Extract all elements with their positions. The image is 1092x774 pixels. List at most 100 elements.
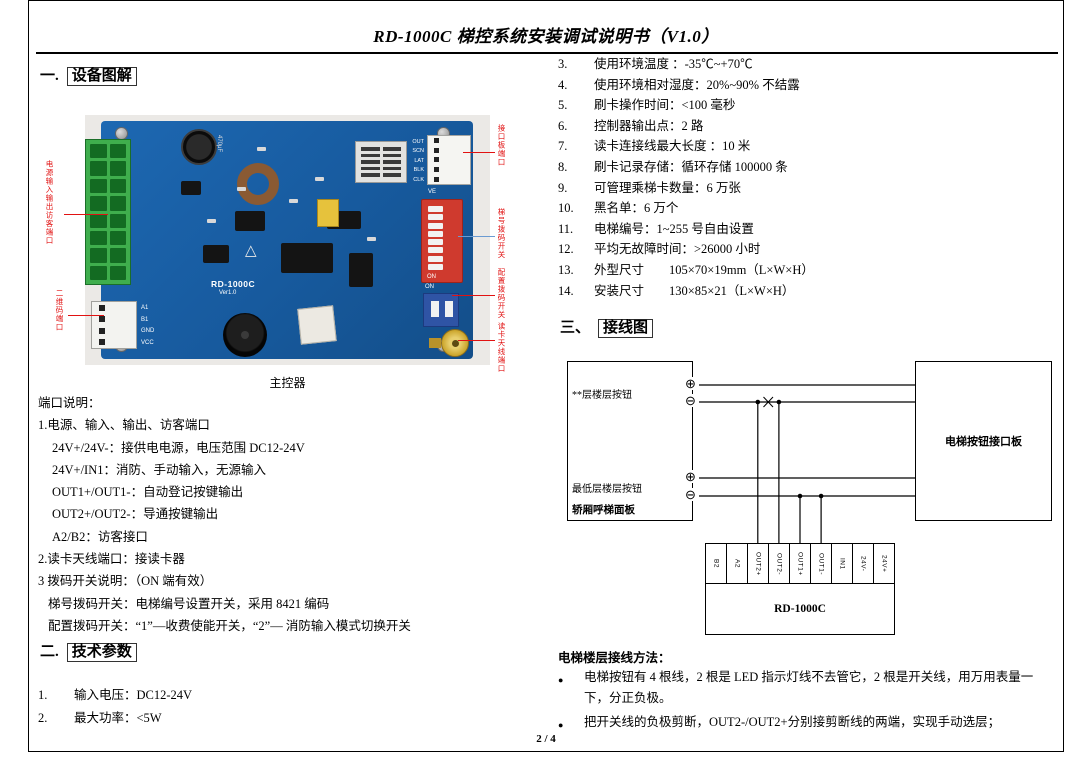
terminal-cell: OUT2+ bbox=[748, 544, 769, 583]
callout-line bbox=[64, 214, 108, 215]
port-desc-line: 2.读卡天线端口：接读卡器 bbox=[38, 552, 185, 567]
power-terminal-block bbox=[85, 139, 131, 285]
wiring-diagram: **层楼层按钮 ⊕ ⊖ 最低层楼层按钮 ⊕ ⊖ 轿厢呼梯面板 电梯按钮接口板 B… bbox=[558, 355, 1058, 647]
item-number: 11. bbox=[558, 221, 574, 236]
terminal-strip: B2 A2 OUT2+ OUT2- OUT1+ OUT1- IN1 24V- 2… bbox=[706, 544, 894, 584]
pin-label: CLK bbox=[413, 176, 424, 183]
item-number: 7. bbox=[558, 139, 568, 154]
smd-component bbox=[207, 219, 216, 223]
logo-triangle-icon: △ bbox=[245, 243, 257, 259]
item-text: 黑名单：6 万个 bbox=[594, 201, 679, 216]
item-number: 12. bbox=[558, 242, 574, 257]
callout-line bbox=[68, 315, 104, 316]
board-model-silkscreen: RD-1000C bbox=[211, 279, 256, 289]
lowest-floor-button-label: 最低层楼层按钮 bbox=[572, 484, 642, 495]
minus-terminal-icon: ⊖ bbox=[685, 487, 696, 502]
bullet-text: 把开关线的负极剪断，OUT2-/OUT2+分别接剪断线的两端，实现手动选层； bbox=[584, 715, 1001, 729]
section-2-title: 技术参数 bbox=[66, 643, 137, 662]
tech-param-item: 7.读卡连接线最大长度 ：10 米 bbox=[558, 136, 1058, 157]
callout-line bbox=[463, 152, 495, 153]
item-text: 平均无故障时间：>26000 小时 bbox=[594, 242, 761, 257]
port-desc-line: 1.电源、输入、输出、访客端口 bbox=[38, 418, 210, 433]
smd-component bbox=[315, 177, 324, 181]
section-1-heading: 一.设备图解 bbox=[40, 64, 137, 86]
config-dip-switch bbox=[423, 293, 459, 327]
wiring-method-heading: 电梯楼层接线方法： bbox=[558, 651, 671, 665]
item-number: 3. bbox=[558, 57, 568, 71]
item-number: 2. bbox=[38, 711, 48, 725]
callout-line bbox=[458, 236, 495, 237]
page-number: 2 / 4 bbox=[536, 733, 556, 745]
item-text: 刷卡记录存储：循环存储 100000 条 bbox=[594, 159, 788, 174]
bullet-icon: ● bbox=[558, 675, 564, 685]
section-2-number: 二. bbox=[40, 644, 59, 660]
buzzer-hole bbox=[241, 331, 249, 339]
callout-interface-port: 接口板端口 bbox=[497, 124, 506, 167]
smd-component bbox=[289, 199, 298, 203]
ic-chip bbox=[349, 253, 373, 287]
pin-label: A1 bbox=[141, 305, 149, 311]
port-desc-line: 3 拨码开关说明：（ON 端有效） bbox=[38, 574, 213, 589]
controller-name: RD-1000C bbox=[774, 603, 826, 615]
item-number: 4. bbox=[558, 77, 568, 92]
tech-param-item: 11.电梯编号：1~255 号自由设置 bbox=[558, 219, 1058, 240]
port-desc-line: 24V+/24V-：接供电电源，电压范围 DC12-24V bbox=[52, 440, 305, 455]
tech-params-right: 3. 使用环境温度 ：-35℃~+70℃ 4. 使用环境相对湿度：20%~90% 不… bbox=[558, 54, 1058, 301]
capacitor bbox=[181, 129, 217, 165]
terminal-label: 24V- bbox=[859, 555, 867, 572]
port-desc-line: OUT1+/OUT1-：自动登记按键输出 bbox=[52, 485, 244, 500]
tech-param-item: 2. 最大功率：<5W bbox=[38, 707, 538, 730]
item-text: 最大功率：<5W bbox=[74, 711, 162, 725]
terminal-cell: 24V+ bbox=[874, 544, 894, 583]
terminal-cell: OUT1+ bbox=[790, 544, 811, 583]
pin-label: OUT bbox=[412, 139, 424, 145]
terminal-cell: B2 bbox=[706, 544, 727, 583]
item-number: 10. bbox=[558, 201, 574, 216]
tech-param-item: 3. 使用环境温度 ：-35℃~+70℃ bbox=[558, 54, 1058, 75]
tech-param-item: 12. 平均无故障时间：>26000 小时 bbox=[558, 239, 1058, 260]
section-3-number: 三、 bbox=[560, 320, 591, 336]
interface-pin-labels: OUT SCN LAT BLK CLK bbox=[403, 138, 424, 185]
module-chip bbox=[297, 305, 337, 345]
pcb-board bbox=[101, 121, 473, 359]
item-number: 14. bbox=[558, 283, 574, 298]
item-text: 使用环境相对湿度：20%~90% 不结露 bbox=[594, 77, 800, 92]
item-number: 8. bbox=[558, 159, 568, 174]
ic-chip bbox=[235, 211, 265, 231]
buzzer bbox=[223, 313, 267, 357]
callout-antenna-port: 读卡天线端口 bbox=[497, 322, 506, 373]
photo-caption: 主控器 bbox=[269, 376, 306, 390]
yellow-component bbox=[317, 199, 339, 227]
item-text: 外型尺寸 105×70×19mm（L×W×H） bbox=[594, 262, 814, 277]
controller-box: B2 A2 OUT2+ OUT2- OUT1+ OUT1- IN1 24V- 2… bbox=[705, 543, 895, 635]
terminal-label: OUT1- bbox=[817, 552, 825, 575]
tech-param-item: 10. 黑名单：6 万个 bbox=[558, 198, 1058, 219]
wiring-bullet: ● 电梯按钮有 4 根线，2 根是 LED 指示灯线不去管它，2 根是开关线，用… bbox=[558, 667, 1058, 709]
terminal-cell: IN1 bbox=[832, 544, 853, 583]
port-desc-line: 配置拨码开关：“1”—收费使能开关，“2”— 消防输入模式切换开关 bbox=[48, 618, 411, 633]
pin-label: LAT bbox=[414, 157, 424, 164]
tech-param-item: 13.外型尺寸 105×70×19mm（L×W×H） bbox=[558, 260, 1058, 281]
capacitor-label: 470μF bbox=[216, 135, 222, 153]
call-panel-box bbox=[567, 361, 693, 521]
item-text: 使用环境温度 ：-35℃~+70℃ bbox=[594, 57, 753, 71]
terminal-cell: OUT2- bbox=[769, 544, 790, 583]
document-title: RD-1000C 梯控系统安装调试说明书（V1.0） bbox=[373, 27, 719, 46]
terminal-label: OUT1+ bbox=[796, 551, 804, 576]
elevator-number-dip-switch: ON bbox=[421, 199, 463, 283]
qr-reader-connector bbox=[91, 301, 137, 349]
ic-chip bbox=[181, 181, 201, 195]
item-text: 控制器输出点：2 路 bbox=[594, 118, 704, 133]
callout-config-dip: 配置拨码开关 bbox=[497, 268, 506, 319]
item-number: 1. bbox=[38, 688, 48, 702]
pin-label: B1 bbox=[141, 316, 149, 323]
plus-terminal-icon: ⊕ bbox=[685, 376, 696, 391]
pin-label: SCN bbox=[412, 148, 424, 155]
controller-photo: A1 B1 GND VCC 470μF △ RD-1000C Ver1.0 bbox=[85, 115, 490, 365]
antenna-connector bbox=[429, 327, 473, 359]
callout-power-ports: 电源输入输出访客端口 bbox=[45, 160, 54, 245]
smd-component bbox=[367, 237, 376, 241]
item-number: 5. bbox=[558, 98, 568, 113]
item-number: 9. bbox=[558, 180, 568, 195]
tech-param-item: 8. 刷卡记录存储：循环存储 100000 条 bbox=[558, 157, 1058, 178]
